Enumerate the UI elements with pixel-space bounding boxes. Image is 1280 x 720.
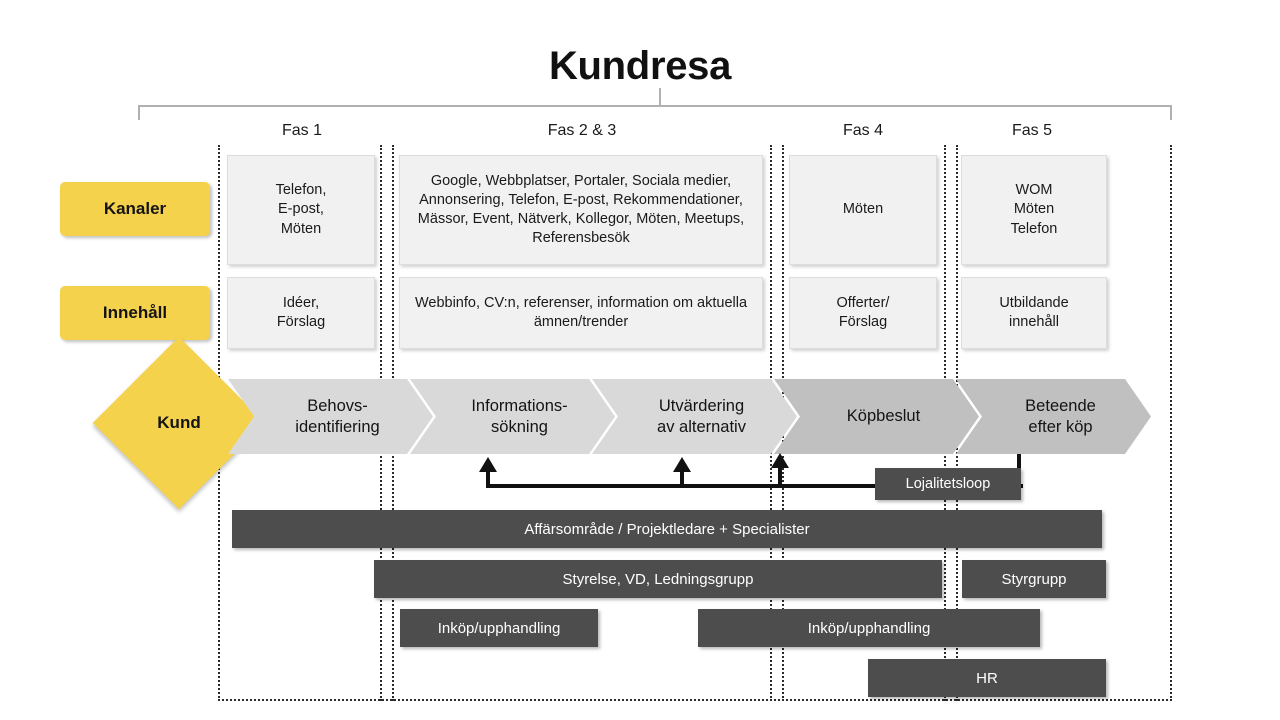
channel-card-fas23: Google, Webbplatser, Portaler, Sociala m…: [399, 155, 763, 265]
role-bar-hr-text: HR: [976, 669, 998, 687]
loop-arrow-head-1: [479, 457, 497, 472]
role-bar-styrelse: Styrelse, VD, Ledningsgrupp: [374, 560, 942, 598]
role-bar-inkop-1-text: Inköp/upphandling: [437, 619, 561, 637]
loop-arrow-head-3: [771, 453, 789, 468]
role-bar-inkop-1: Inköp/upphandling: [400, 609, 598, 647]
content-card-fas1: Idéer,Förslag: [227, 277, 375, 349]
loop-arrow-stem-3: [778, 468, 782, 488]
role-bar-hr: HR: [868, 659, 1106, 697]
channel-card-fas4: Möten: [789, 155, 937, 265]
bracket-center-stem: [659, 88, 661, 106]
role-bar-styrelse-text: Styrelse, VD, Ledningsgrupp: [562, 570, 754, 588]
stage-chevron-informationssokning-text: Informations-sökning: [471, 396, 568, 436]
page-title: Kundresa: [548, 44, 732, 88]
phase-label-fas-2-3: Fas 2 & 3: [547, 122, 617, 139]
content-card-fas4: Offerter/Förslag: [789, 277, 937, 349]
row-label-kanaler: Kanaler: [60, 182, 210, 236]
phase-label-fas-5: Fas 5: [1011, 122, 1052, 139]
kund-diamond-label-text: Kund: [157, 413, 201, 432]
content-card-fas23-text: Webbinfo, CV:n, referenser, information …: [414, 294, 748, 330]
role-bar-inkop-2-text: Inköp/upphandling: [807, 619, 931, 637]
phase-label-fas-1: Fas 1: [281, 122, 322, 139]
stage-chevron-behovsidentifiering-text: Behovs-identifiering: [295, 396, 380, 436]
stage-chevron-informationssokning: Informations-sökning: [410, 379, 615, 454]
content-card-fas1-text: Idéer,Förslag: [276, 294, 326, 330]
grid-bottom-border: [218, 699, 1172, 701]
kund-diamond-label: Kund: [118, 362, 240, 484]
role-bar-affarsomrade-text: Affärsområde / Projektledare + Specialis…: [524, 520, 810, 538]
loop-arrow-stem-2: [680, 470, 684, 488]
loyalty-loop-label-text: Lojalitetsloop: [905, 476, 991, 492]
loyalty-loop-label: Lojalitetsloop: [875, 468, 1021, 500]
phase-label-fas-4: Fas 4: [842, 122, 883, 139]
role-bar-inkop-2: Inköp/upphandling: [698, 609, 1040, 647]
row-label-innehall-text: Innehåll: [102, 303, 168, 322]
channel-card-fas23-text: Google, Webbplatser, Portaler, Sociala m…: [417, 172, 745, 247]
row-label-kanaler-text: Kanaler: [103, 199, 167, 218]
channel-card-fas1-text: Telefon,E-post,Möten: [275, 182, 327, 237]
loop-horizontal-line: [486, 484, 1023, 488]
role-bar-styrgrupp-text: Styrgrupp: [1001, 570, 1067, 588]
bracket-right-tick: [1170, 105, 1172, 120]
role-bar-affarsomrade: Affärsområde / Projektledare + Specialis…: [232, 510, 1102, 548]
loop-arrow-stem-1: [486, 470, 490, 488]
stage-chevron-behovsidentifiering: Behovs-identifiering: [228, 379, 433, 454]
stage-chevron-kopbeslut-text: Köpbeslut: [846, 407, 921, 426]
bracket-left-tick: [138, 105, 140, 120]
phase-bracket: [138, 105, 1172, 107]
role-bar-styrgrupp: Styrgrupp: [962, 560, 1106, 598]
stage-chevron-kopbeslut: Köpbeslut: [774, 379, 979, 454]
channel-card-fas1: Telefon,E-post,Möten: [227, 155, 375, 265]
channel-card-fas4-text: Möten: [842, 201, 884, 218]
content-card-fas4-text: Offerter/Förslag: [836, 294, 890, 330]
content-card-fas23: Webbinfo, CV:n, referenser, information …: [399, 277, 763, 349]
row-label-innehall: Innehåll: [60, 286, 210, 340]
grid-divider-7: [1170, 145, 1172, 701]
loop-arrow-head-2: [673, 457, 691, 472]
